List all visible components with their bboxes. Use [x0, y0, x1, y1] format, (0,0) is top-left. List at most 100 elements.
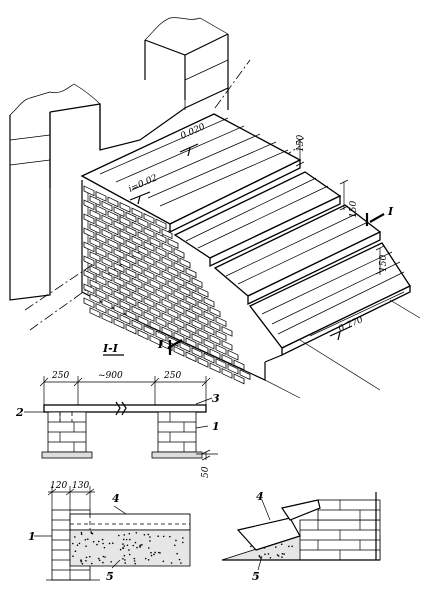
brick	[179, 271, 191, 283]
right-wall-pier	[144, 17, 229, 110]
brick	[125, 295, 137, 307]
detail-right-tread	[236, 517, 301, 551]
detail-left-label-1: 1	[28, 530, 36, 543]
brick	[119, 216, 131, 227]
brick	[125, 239, 137, 251]
axis-line-3	[214, 59, 251, 109]
brick	[185, 351, 197, 363]
brick	[131, 207, 143, 219]
brick	[131, 235, 143, 247]
brick	[179, 285, 191, 297]
brick	[239, 369, 251, 381]
brick	[95, 204, 107, 216]
brick	[89, 195, 101, 207]
concrete-dot	[122, 543, 124, 545]
brick	[143, 241, 155, 252]
brick	[209, 306, 221, 318]
concrete-dot	[123, 545, 126, 547]
concrete-dot	[280, 543, 283, 546]
brick	[203, 338, 215, 350]
concrete-dot	[78, 542, 81, 545]
brick	[101, 214, 113, 226]
brick	[191, 291, 203, 302]
section-i-i: I-I 250 ~900 250 2 3 1 50	[15, 342, 220, 478]
detail-concrete	[69, 529, 191, 567]
brick	[143, 269, 155, 280]
brick	[179, 327, 191, 339]
concrete-dot	[134, 562, 137, 565]
concrete-dot	[182, 541, 184, 544]
brick	[197, 328, 209, 340]
brick	[137, 245, 149, 257]
brick	[107, 280, 119, 292]
concrete-dot	[288, 545, 290, 548]
riser-dimensions	[295, 137, 385, 275]
brick	[107, 308, 119, 320]
section-mark-right-label: I	[387, 205, 394, 218]
concrete-dot	[153, 553, 155, 556]
brick	[95, 288, 107, 300]
concrete-dot	[80, 560, 83, 563]
brick	[113, 262, 125, 274]
brick	[233, 359, 245, 371]
concrete-dot	[182, 537, 184, 539]
concrete-dot	[176, 552, 178, 555]
concrete-dot	[281, 552, 284, 555]
concrete-dot	[178, 558, 181, 561]
concrete-dot	[102, 555, 105, 558]
brick	[161, 298, 173, 310]
detail-right: 4 5	[221, 490, 381, 583]
brick	[131, 291, 143, 303]
concrete-dot	[119, 548, 122, 551]
concrete-dot	[122, 538, 125, 541]
concrete-dot	[124, 559, 126, 561]
brick	[149, 250, 161, 262]
brick	[107, 224, 119, 236]
brick	[107, 266, 119, 278]
brick	[137, 315, 149, 327]
rise-label-3: 150	[379, 255, 389, 272]
brick	[167, 266, 179, 277]
rise-label-2: 150	[349, 201, 359, 218]
brick	[155, 232, 167, 244]
brick	[101, 312, 113, 324]
brick	[155, 218, 167, 230]
brick	[101, 228, 113, 240]
brick	[119, 314, 131, 325]
section-mark-left-label: I	[157, 338, 164, 351]
brick	[89, 237, 101, 249]
brick	[143, 297, 155, 308]
brick	[209, 320, 221, 332]
brick	[197, 342, 209, 354]
brick	[125, 281, 137, 293]
brick	[203, 352, 215, 364]
concrete-dot	[141, 544, 143, 546]
detail-right-bricks	[299, 492, 381, 561]
concrete-dot	[139, 546, 141, 548]
brick	[101, 242, 113, 254]
brick	[149, 306, 161, 318]
detail-left-label-5: 5	[106, 570, 114, 583]
brick	[95, 190, 107, 202]
brick	[83, 213, 95, 225]
brick	[161, 326, 173, 338]
detail-left-label-4: 4	[112, 492, 120, 505]
brick	[185, 295, 197, 307]
brick	[185, 337, 197, 349]
concrete-dot	[85, 556, 88, 559]
brick	[185, 309, 197, 321]
concrete-dot	[80, 559, 82, 561]
brick	[131, 305, 143, 317]
brick	[143, 255, 155, 266]
brick	[113, 318, 125, 330]
detail-dim-b: 130	[72, 481, 89, 491]
label-2: 2	[15, 406, 24, 419]
concrete-dot	[143, 533, 146, 536]
brick	[143, 227, 155, 238]
concrete-dot	[133, 557, 136, 560]
brick	[89, 293, 101, 305]
brick	[131, 263, 143, 275]
brick	[167, 308, 179, 319]
brick	[113, 276, 125, 288]
